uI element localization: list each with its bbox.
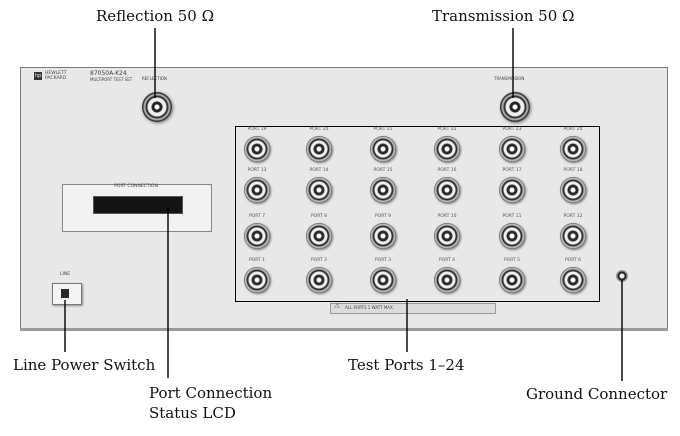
line-power-switch-callout: Line Power Switch [13,356,156,374]
warning-strip: ⚠ ALL PORTS 1 WATT MAX [330,302,496,314]
brand-line-2: PACKARD [45,76,67,81]
test-port-connector [499,177,525,203]
test-port-connector [560,267,586,293]
test-port-connector [244,136,270,162]
panel-bottom-shadow [20,328,668,331]
test-port-connector [306,223,332,249]
test-port-connector [434,177,460,203]
test-port-label: PORT 23 [502,127,522,132]
warning-text: ALL PORTS 1 WATT MAX [345,305,393,310]
test-port-label: PORT 12 [563,214,583,219]
test-port-connector [434,223,460,249]
test-port-connector [244,267,270,293]
test-port-connector [306,177,332,203]
warning-triangle-icon: ⚠ [334,302,341,310]
test-port-connector [244,177,270,203]
reflection-callout: Reflection 50 Ω [96,7,215,25]
test-port-connector [434,136,460,162]
model-number: 87050A-K24 [90,70,127,77]
ground-connector-callout: Ground Connector [526,385,668,403]
test-port-connector [370,136,396,162]
test-port-label: PORT 6 [564,258,582,263]
test-port-label: PORT 9 [374,214,392,219]
test-port-connector [560,177,586,203]
test-port-label: PORT 7 [248,214,266,219]
test-port-label: PORT 3 [374,258,392,263]
reflection-plate-label: REFLECTION [142,76,167,81]
test-port-label: PORT 5 [503,258,521,263]
test-port-connector [499,136,525,162]
ground-connector [616,270,628,282]
hp-logo-icon: hp [34,72,42,80]
port-connection-bezel-label: PORT CONNECTION [114,184,158,189]
test-port-label: PORT 15 [373,168,393,173]
transmission-connector [500,92,530,122]
transmission-plate-label: TRANSMISSION [494,76,525,81]
test-port-label: PORT 24 [563,127,583,132]
test-port-label: PORT 19 [247,127,267,132]
line-switch-label: LINE [60,272,71,277]
power-rocker [61,289,69,298]
status-lcd-window [93,196,183,214]
test-port-connector [370,177,396,203]
lcd-callout-line-2: Status LCD [149,404,236,422]
test-port-label: PORT 14 [309,168,329,173]
test-port-connector [370,223,396,249]
test-ports-callout: Test Ports 1–24 [348,356,465,374]
test-port-label: PORT 18 [563,168,583,173]
test-port-label: PORT 2 [310,258,328,263]
test-port-label: PORT 1 [248,258,266,263]
transmission-callout: Transmission 50 Ω [432,7,575,25]
reflection-connector [142,92,172,122]
test-port-connector [370,267,396,293]
test-port-label: PORT 22 [437,127,457,132]
test-port-connector [244,223,270,249]
test-port-label: PORT 13 [247,168,267,173]
test-port-label: PORT 16 [437,168,457,173]
test-port-label: PORT 4 [438,258,456,263]
test-port-label: PORT 8 [310,214,328,219]
test-port-label: PORT 21 [373,127,393,132]
test-port-connector [560,136,586,162]
test-port-connector [306,267,332,293]
test-port-connector [499,223,525,249]
test-port-connector [434,267,460,293]
test-port-label: PORT 20 [309,127,329,132]
test-port-label: PORT 11 [502,214,522,219]
lcd-callout-line-1: Port Connection [149,384,273,402]
test-port-box [235,126,600,302]
test-port-connector [560,223,586,249]
test-port-label: PORT 17 [502,168,522,173]
test-port-connector [499,267,525,293]
line-power-switch[interactable] [52,283,82,305]
brand-line-1: HEWLETT [45,71,67,76]
test-port-label: PORT 10 [437,214,457,219]
model-description: MULTIPORT TEST SET [90,77,133,82]
test-port-connector [306,136,332,162]
